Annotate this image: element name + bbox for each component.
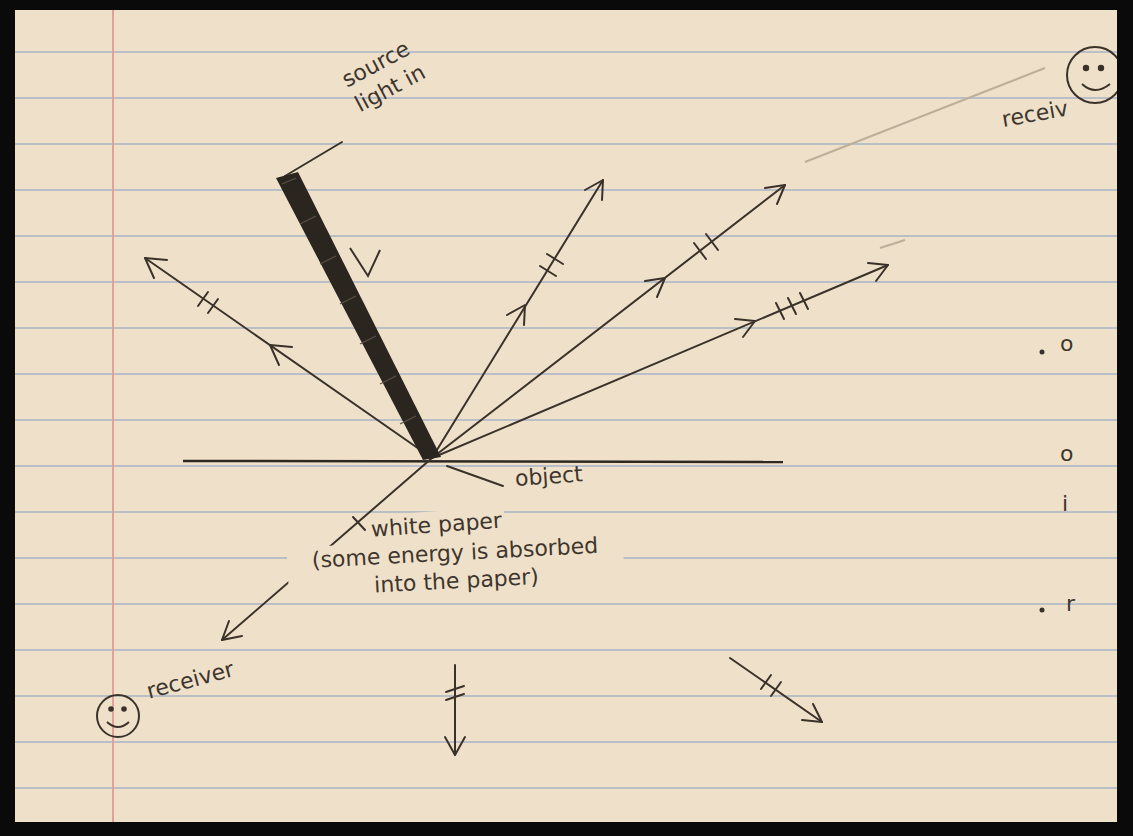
- incoming-arrowhead: [350, 248, 380, 276]
- photo-border: [1117, 0, 1133, 836]
- bullet-dot: [1040, 350, 1045, 355]
- margin-note: o: [1060, 440, 1073, 468]
- margin-note: o: [1060, 330, 1073, 358]
- receiver-smiley-top: [1067, 47, 1123, 103]
- beam-hatching: [282, 178, 416, 424]
- notebook-paper: [15, 10, 1117, 822]
- receiver-smiley: [97, 695, 139, 737]
- photo-border: [0, 0, 1133, 10]
- rays: [145, 142, 888, 755]
- light-beam: [276, 172, 441, 460]
- margin-note: i: [1062, 490, 1068, 518]
- margin-line: [112, 10, 114, 822]
- bullet-dot: [1040, 608, 1045, 613]
- object-surface: [183, 461, 783, 462]
- ruled-lines: [15, 52, 1117, 788]
- faint-guide: [805, 68, 1045, 248]
- photo-border: [0, 822, 1133, 836]
- margin-note: r: [1066, 590, 1075, 618]
- object-label: object: [514, 460, 584, 492]
- photo-border: [0, 0, 15, 836]
